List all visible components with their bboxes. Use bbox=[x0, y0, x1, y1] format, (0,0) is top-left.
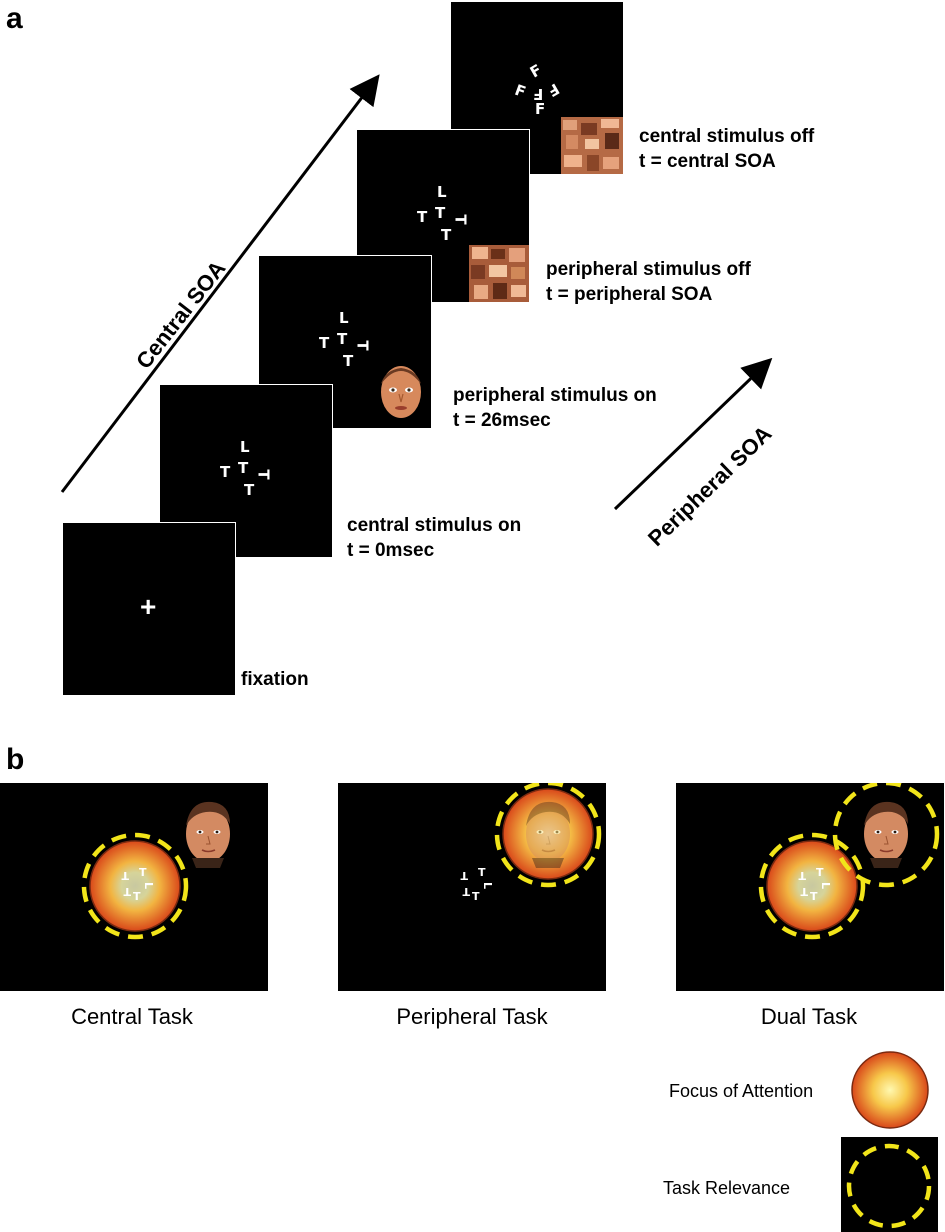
caption-central-off: central stimulus off t = central SOA bbox=[639, 124, 814, 174]
panel-b-letter: b bbox=[6, 743, 25, 776]
dual-task-label: Dual Task bbox=[760, 1004, 858, 1029]
legend-relevance-icon bbox=[841, 1137, 938, 1232]
letter-f: F bbox=[533, 85, 544, 103]
central-task-label: Central Task bbox=[71, 1004, 193, 1029]
caption-peripheral-on: peripheral stimulus on t = 26msec bbox=[453, 383, 657, 433]
letter-l: L bbox=[240, 438, 250, 456]
letter-t: T bbox=[343, 352, 354, 370]
letter-t: T bbox=[417, 208, 428, 226]
letter-t: T bbox=[244, 481, 255, 499]
caption-fixation: fixation bbox=[241, 669, 309, 690]
letter-t: T bbox=[254, 469, 273, 480]
caption-central-on: central stimulus on t = 0msec bbox=[347, 513, 521, 563]
letter-t: T bbox=[451, 214, 470, 225]
caption-line-1: central stimulus off bbox=[639, 126, 815, 147]
letter-l: L bbox=[437, 183, 447, 201]
letter-f: F bbox=[544, 79, 563, 101]
scrambled-face-image bbox=[469, 245, 529, 302]
letter-f: F bbox=[512, 80, 529, 102]
letter-t: T bbox=[220, 463, 231, 481]
caption-line-2: t = peripheral SOA bbox=[546, 284, 713, 305]
panel-b-scenes: T T L T T bbox=[0, 783, 944, 991]
letter-l: L bbox=[339, 309, 349, 327]
dual-task-scene bbox=[676, 783, 944, 991]
peripheral-task-label: Peripheral Task bbox=[396, 1004, 548, 1029]
letter-f: F bbox=[535, 100, 546, 118]
caption-line-2: t = 0msec bbox=[347, 540, 435, 561]
legend-focus-icon bbox=[851, 1051, 929, 1129]
face-image bbox=[372, 360, 430, 426]
letter-t: T bbox=[337, 330, 348, 348]
central-soa-arrow bbox=[60, 74, 773, 511]
letter-t: T bbox=[353, 340, 372, 351]
caption-line-1: peripheral stimulus on bbox=[453, 385, 657, 406]
legend-focus-label: Focus of Attention bbox=[669, 1081, 814, 1101]
letter-t: T bbox=[435, 204, 446, 222]
peripheral-task-scene bbox=[338, 783, 606, 991]
caption-line-2: t = 26msec bbox=[453, 410, 551, 431]
legend-relevance-label: Task Relevance bbox=[663, 1178, 791, 1198]
letter-t: T bbox=[238, 459, 249, 477]
letter-f: F bbox=[526, 60, 545, 82]
letter-t: T bbox=[441, 226, 452, 244]
panel-a-letter: a bbox=[6, 2, 23, 35]
letter-t: T bbox=[319, 334, 330, 352]
frame-fixation: + bbox=[62, 522, 236, 696]
caption-peripheral-off: peripheral stimulus off t = peripheral S… bbox=[546, 257, 751, 307]
fixation-cross: + bbox=[140, 591, 157, 622]
caption-line-1: central stimulus on bbox=[347, 515, 522, 536]
caption-line-2: t = central SOA bbox=[639, 151, 776, 172]
central-task-scene bbox=[0, 783, 268, 991]
caption-line-1: peripheral stimulus off bbox=[546, 259, 751, 280]
scrambled-face-image bbox=[561, 117, 623, 174]
